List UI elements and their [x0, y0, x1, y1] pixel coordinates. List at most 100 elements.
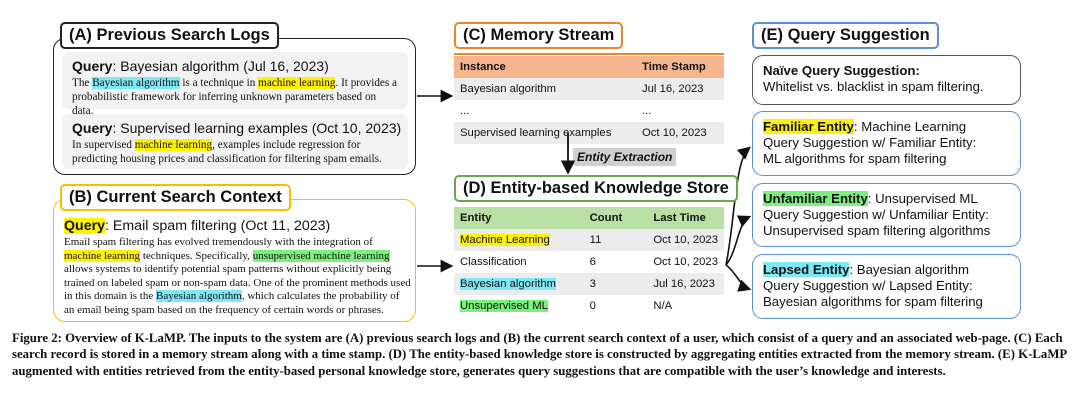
table-cell: Oct 10, 2023 — [653, 256, 718, 268]
context-line: allows systems to identify potential spa… — [64, 263, 392, 276]
suggestion-text: ML algorithms for spam filtering — [763, 151, 947, 166]
unfamiliar-entity-value: : Unsupervised ML — [867, 191, 978, 206]
table-cell: Unsupervised ML — [454, 295, 584, 317]
entity-highlight-ml: machine learning — [64, 249, 141, 262]
entity-highlight-ml: machine learning — [258, 77, 336, 89]
suggestion-text: Unsupervised spam filtering algorithms — [763, 223, 991, 238]
context-line: in this domain is the — [64, 290, 156, 303]
table-row: Bayesian algorithm Jul 16, 2023 — [454, 78, 724, 100]
familiar-entity-value: : Machine Learning — [853, 119, 967, 134]
search-log-desc-1: The Bayesian algorithm is a technique in… — [72, 76, 398, 118]
unfamiliar-suggestion-box: Unfamiliar Entity: Unsupervised ML Query… — [752, 183, 1021, 247]
table-cell: N/A — [653, 300, 673, 312]
entity-highlight-ml: machine learning — [134, 139, 213, 151]
desc-text: , examples include regression for — [212, 139, 361, 151]
familiar-suggestion-box: Familiar Entity: Machine Learning Query … — [752, 111, 1021, 176]
unfamiliar-entity-label: Unfamiliar Entity — [763, 191, 868, 206]
entity-highlight-unsupervised: unsupervised machine learning — [252, 249, 390, 262]
suggestion-text: Bayesian algorithms for spam filtering — [763, 294, 983, 309]
panel-c-underline — [454, 53, 724, 55]
search-log-query-1: Query: Bayesian algorithm (Jul 16, 2023) — [72, 58, 398, 74]
table-cell: 3 — [589, 278, 596, 290]
desc-text: In supervised — [72, 139, 135, 151]
table-cell: 0 — [589, 300, 596, 312]
query-text: : Supervised learning examples (Oct 10, … — [112, 120, 402, 136]
table-cell: Jul 16, 2023 — [653, 278, 715, 290]
search-log-desc-2: In supervised machine learning, examples… — [72, 138, 398, 166]
table-cell: Bayesian algorithm — [454, 273, 584, 295]
table-cell: Oct 10, 2023 — [642, 127, 707, 139]
suggestion-heading: Query Suggestion w/ Lapsed Entity: — [763, 278, 973, 293]
figure-caption: Figure 2: Overview of K-LaMP. The inputs… — [12, 331, 1067, 378]
panel-c-title: (C) Memory Stream — [454, 22, 624, 49]
table-header: Entity Count Last Time — [454, 207, 724, 229]
current-context: Query: Email spam filtering (Oct 11, 202… — [64, 218, 414, 318]
suggestion-heading: Query Suggestion w/ Familiar Entity: — [763, 135, 977, 150]
column-header: Last Time — [653, 212, 706, 224]
table-cell: Classification — [460, 256, 527, 268]
lapsed-entity-label: Lapsed Entity — [763, 262, 850, 277]
naive-text: Whitelist vs. blacklist in spam filterin… — [763, 79, 984, 94]
query-label: Query — [64, 218, 106, 234]
query-label: Query — [72, 58, 113, 74]
table-header: Instance Time Stamp — [454, 56, 724, 78]
lapsed-suggestion-box: Lapsed Entity: Bayesian algorithm Query … — [752, 254, 1021, 319]
panel-d-title: (D) Entity-based Knowledge Store — [454, 175, 738, 202]
table-row: ... ... — [454, 100, 724, 122]
context-line: Email spam filtering has evolved tremend… — [64, 236, 373, 248]
naive-label: Naïve Query Suggestion: — [763, 63, 920, 78]
table-row: Unsupervised ML 0 N/A — [454, 295, 724, 317]
desc-text: . It provides a — [335, 77, 397, 89]
familiar-entity-label: Familiar Entity — [763, 119, 854, 134]
table-cell: 6 — [589, 256, 596, 268]
naive-suggestion-box: Naïve Query Suggestion: Whitelist vs. bl… — [752, 55, 1021, 105]
table-cell: Machine Learning — [454, 229, 584, 251]
query-text: : Bayesian algorithm (Jul 16, 2023) — [112, 58, 329, 74]
arrow-d-to-familiar — [725, 146, 751, 266]
desc-text: predicting housing prices and classifica… — [72, 153, 382, 165]
current-context-text: Email spam filtering has evolved tremend… — [64, 236, 414, 318]
table-cell: Oct 10, 2023 — [653, 234, 718, 246]
table-row: Classification 6 Oct 10, 2023 — [454, 251, 724, 273]
panel-e-title: (E) Query Suggestion — [752, 22, 939, 49]
query-label: Query — [72, 120, 113, 136]
column-header: Instance — [460, 61, 506, 73]
context-line: an email being spam based on the frequen… — [64, 303, 384, 316]
column-header: Count — [589, 212, 623, 224]
table-cell: 11 — [589, 234, 602, 246]
current-query: Query: Email spam filtering (Oct 11, 202… — [64, 218, 414, 234]
table-cell: Jul 16, 2023 — [642, 83, 704, 95]
query-text: : Email spam filtering (Oct 11, 2023) — [105, 218, 331, 234]
table-cell: Supervised learning examples — [460, 127, 612, 139]
column-header: Time Stamp — [642, 61, 706, 73]
entity-highlight-bayesian: Bayesian algorithm — [92, 77, 180, 89]
table-cell: ... — [460, 105, 470, 117]
knowledge-store-table: Entity Count Last Time Machine Learning … — [454, 207, 724, 317]
memory-stream-table: Instance Time Stamp Bayesian algorithm J… — [454, 56, 724, 144]
arrow-d-to-unfamiliar — [725, 215, 752, 266]
entity-lapsed: Bayesian algorithm — [460, 278, 557, 290]
table-row: Supervised learning examples Oct 10, 202… — [454, 122, 724, 144]
search-log-card-2: Query: Supervised learning examples (Oct… — [62, 114, 408, 169]
context-line: , which calculates the probability of — [241, 290, 400, 303]
table-row: Bayesian algorithm 3 Jul 16, 2023 — [454, 273, 724, 295]
entity-extraction-label: Entity Extraction — [573, 148, 677, 166]
table-cell: Bayesian algorithm — [460, 83, 557, 95]
entity-unfamiliar: Unsupervised ML — [460, 300, 548, 312]
entity-familiar: Machine Learning — [460, 234, 550, 246]
suggestion-heading: Query Suggestion w/ Unfamiliar Entity: — [763, 207, 989, 222]
arrow-d-to-lapsed — [725, 264, 752, 292]
panel-a-title: (A) Previous Search Logs — [60, 22, 279, 49]
table-cell: ... — [642, 105, 652, 117]
context-line: techniques. Specifically, — [140, 249, 253, 262]
context-line: trained on labeled spam or non-spam data… — [64, 276, 411, 289]
column-header: Entity — [460, 212, 492, 224]
desc-text: The — [72, 77, 93, 89]
desc-text: is a technique in — [179, 77, 259, 89]
lapsed-entity-value: : Bayesian algorithm — [849, 262, 969, 277]
entity-highlight-bayesian: Bayesian algorithm — [155, 290, 242, 303]
search-log-card-1: Query: Bayesian algorithm (Jul 16, 2023)… — [62, 52, 408, 117]
table-row: Machine Learning 11 Oct 10, 2023 — [454, 229, 724, 251]
panel-b-title: (B) Current Search Context — [60, 184, 291, 211]
search-log-query-2: Query: Supervised learning examples (Oct… — [72, 120, 402, 136]
